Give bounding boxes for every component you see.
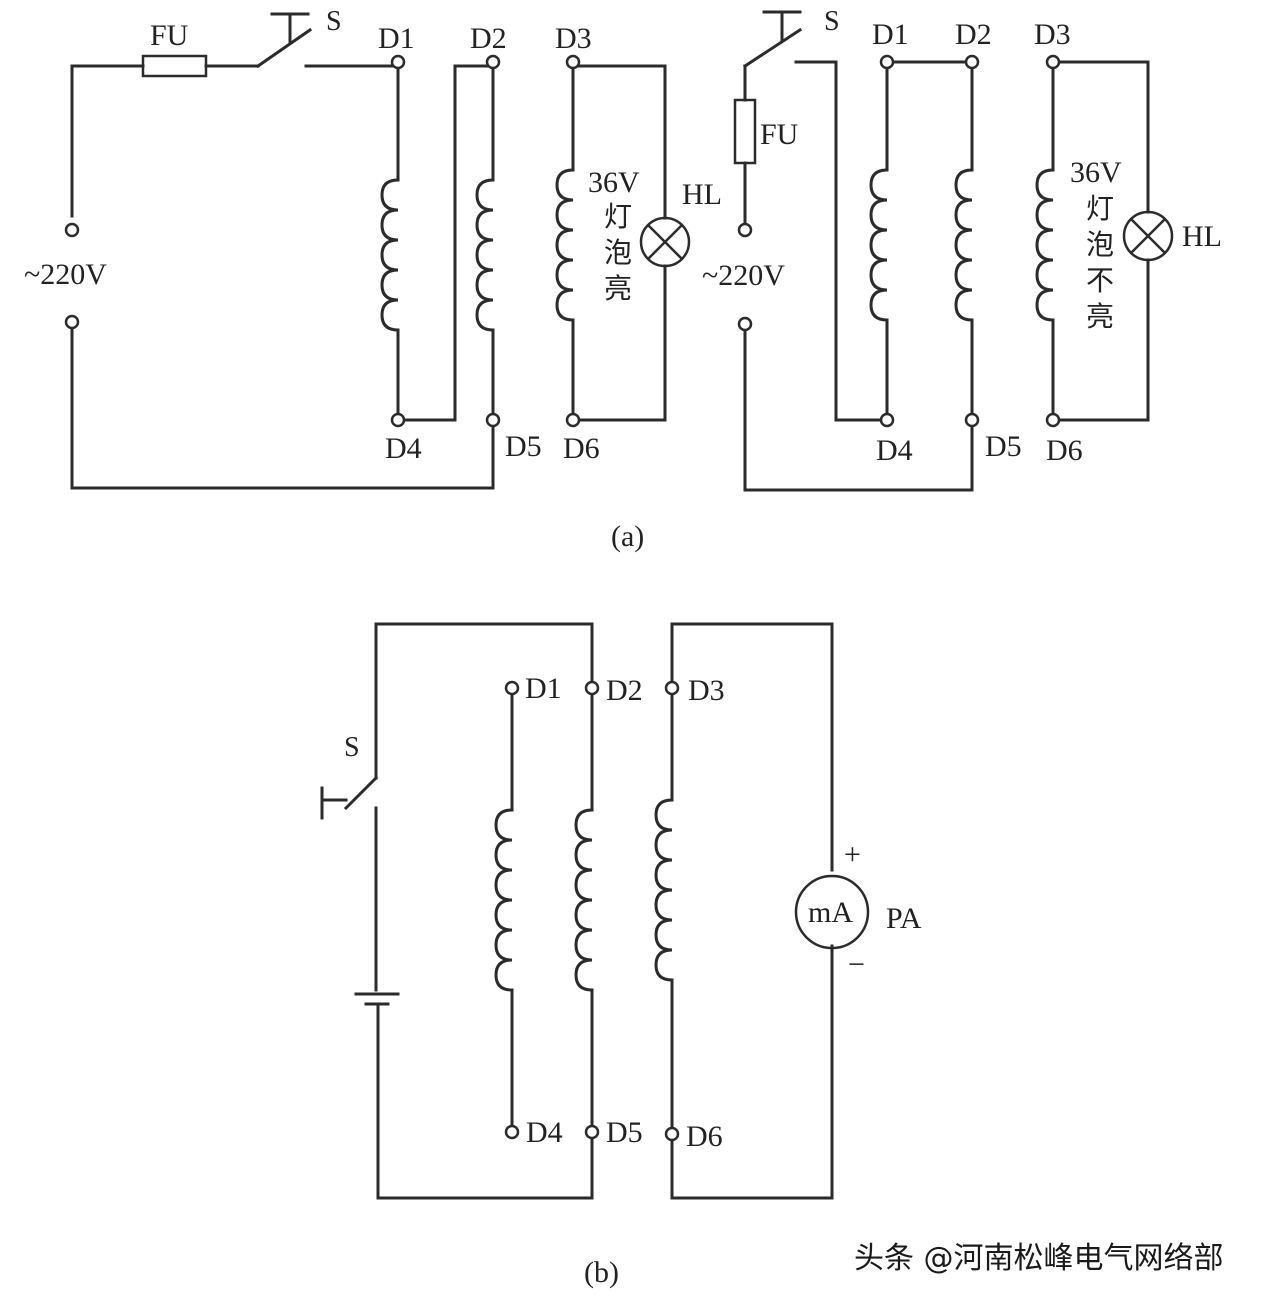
switch-label: S: [326, 6, 342, 37]
source-label: ~220V: [702, 259, 785, 292]
d2-label: D2: [470, 22, 507, 55]
milliammeter-symbol: [794, 874, 870, 950]
source-terminal: [737, 222, 753, 238]
terminal-d3: [565, 54, 581, 70]
d1-label: D1: [525, 672, 562, 705]
terminal-d1: [390, 54, 406, 70]
source-terminal: [737, 316, 753, 332]
switch-label: S: [824, 6, 840, 37]
d3-label: D3: [1034, 18, 1071, 51]
switch-symbol: [255, 12, 313, 69]
d2-label: D2: [955, 18, 992, 51]
primary-coil-2: [954, 168, 974, 322]
lamp-note-char: 灯: [1086, 192, 1114, 225]
primary-coil-1: [869, 168, 889, 322]
d6-label: D6: [1046, 434, 1083, 467]
meter-label: PA: [886, 902, 922, 935]
source-label: ~220V: [24, 258, 107, 291]
terminal-d5: [485, 412, 501, 428]
terminal-d1: [504, 680, 520, 696]
wire: [571, 264, 667, 422]
d5-label: D5: [985, 430, 1022, 463]
secondary-coil: [555, 168, 575, 322]
lamp-note-char: 亮: [1086, 300, 1114, 333]
watermark: 头条 @河南松峰电气网络部: [854, 1241, 1224, 1276]
wire: [70, 320, 495, 490]
wire: [743, 318, 974, 492]
terminal-d2: [584, 680, 600, 696]
terminal-d4: [879, 412, 895, 428]
meter-unit-label: mA: [808, 896, 853, 929]
panel-b-circuit: S D1 D2 D3 D4 D5 D6 mA PA + −: [320, 622, 922, 1200]
lamp-note-char: 亮: [604, 272, 632, 305]
meter-minus-label: −: [848, 948, 865, 981]
terminal-d2: [485, 54, 501, 70]
d3-label: D3: [688, 674, 725, 707]
d4-label: D4: [385, 432, 422, 465]
lamp-symbol: [1122, 210, 1174, 262]
wire: [670, 622, 834, 872]
fuse-symbol: [733, 98, 757, 165]
panel-a-right-circuit: S FU ~220V D1 D2 D3 D4 D5 D6 36V 灯 泡 不 亮…: [702, 6, 1222, 492]
secondary-coil: [654, 798, 674, 982]
lamp-note-char: 泡: [604, 236, 632, 269]
d1-label: D1: [378, 22, 415, 55]
wire: [794, 60, 889, 422]
panel-b-caption: (b): [584, 1256, 619, 1289]
d1-label: D1: [872, 18, 909, 51]
terminal-d3: [1045, 54, 1061, 70]
source-terminal: [64, 222, 80, 238]
switch-symbol: [320, 775, 379, 828]
secondary-coil: [1035, 168, 1055, 322]
d4-label: D4: [876, 434, 913, 467]
wire: [670, 944, 834, 1200]
lamp-label: HL: [1182, 220, 1222, 253]
d5-label: D5: [606, 1116, 643, 1149]
d4-label: D4: [526, 1116, 563, 1149]
primary-coil-2: [574, 808, 594, 992]
d6-label: D6: [686, 1120, 723, 1153]
lamp-note-char: 灯: [604, 200, 632, 233]
source-terminal: [64, 314, 80, 330]
primary-coil-1: [380, 178, 400, 332]
switch-symbol: [742, 10, 803, 69]
fuse-symbol: [141, 54, 208, 78]
terminal-d6: [1045, 412, 1061, 428]
panel-a-left-circuit: FU S ~220V D1 D2 D3 D4 D5 D6 36V 灯 泡 亮 H…: [24, 6, 722, 490]
lamp-voltage-label: 36V: [588, 166, 640, 199]
wire: [374, 622, 594, 780]
terminal-d4: [390, 412, 406, 428]
lamp-voltage-label: 36V: [1070, 156, 1122, 189]
lamp-symbol: [639, 216, 691, 268]
terminal-d6: [565, 412, 581, 428]
wire: [1051, 258, 1150, 422]
panel-a-caption: (a): [611, 520, 644, 553]
meter-plus-label: +: [844, 838, 861, 871]
d6-label: D6: [563, 432, 600, 465]
wire: [70, 64, 145, 218]
d2-label: D2: [606, 674, 643, 707]
lamp-note-char: 不: [1086, 264, 1114, 297]
primary-coil-1: [494, 808, 514, 992]
terminal-d5: [964, 412, 980, 428]
d3-label: D3: [555, 22, 592, 55]
wire: [571, 64, 667, 220]
terminal-d5: [584, 1124, 600, 1140]
terminal-d1: [879, 54, 895, 70]
switch-label: S: [344, 732, 360, 763]
lamp-note-char: 泡: [1086, 228, 1114, 261]
d5-label: D5: [505, 430, 542, 463]
wire: [1051, 60, 1150, 214]
terminal-d4: [504, 1124, 520, 1140]
terminal-d2: [964, 54, 980, 70]
fuse-label: FU: [760, 118, 799, 151]
fuse-label: FU: [150, 19, 189, 52]
lamp-label: HL: [682, 178, 722, 211]
wire: [376, 1002, 594, 1200]
terminal-d3: [664, 680, 680, 696]
terminal-d6: [664, 1126, 680, 1142]
primary-coil-2: [475, 178, 495, 332]
wire: [396, 64, 495, 422]
